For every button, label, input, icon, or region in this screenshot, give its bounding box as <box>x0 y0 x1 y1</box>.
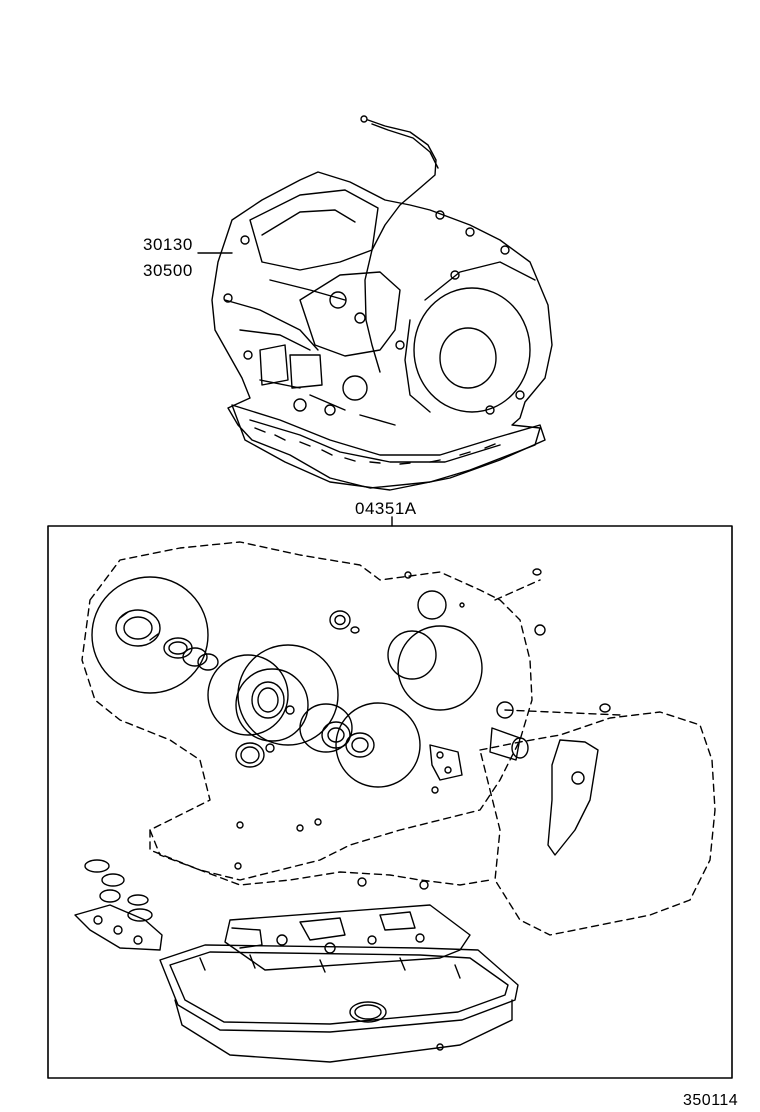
part-number-04351A: 04351A <box>355 499 417 518</box>
figure-id: 350114 <box>683 1092 739 1109</box>
transaxle-assembly-drawing <box>211 115 553 491</box>
part-number-30500: 30500 <box>143 261 193 280</box>
overhaul-kit-drawing <box>74 541 716 1063</box>
part-number-30130: 30130 <box>143 235 193 254</box>
kit-frame <box>47 525 733 1079</box>
